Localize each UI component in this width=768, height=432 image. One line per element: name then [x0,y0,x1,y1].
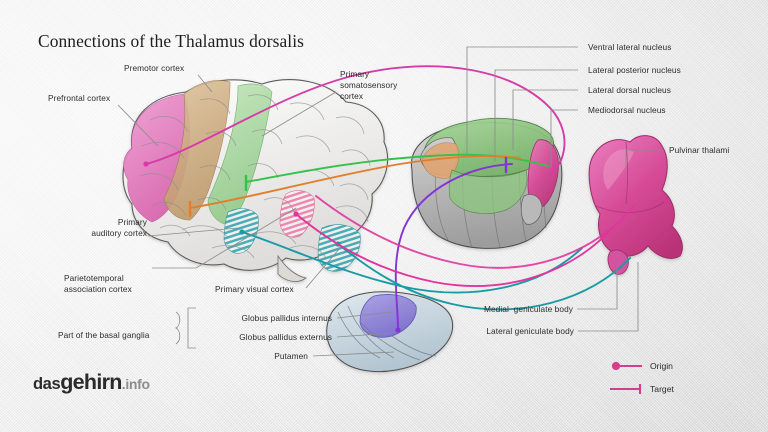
brand-logo[interactable]: dasgehirn.info [33,370,150,395]
label-putamen: Putamen [274,351,308,361]
label-primary-visual-cortex: Primary visual cortex [215,284,294,294]
logo-info: .info [121,376,150,392]
leader-lateral-dorsal [512,89,578,150]
leader-medial-geniculate [577,268,618,310]
leader-gpi [336,311,393,319]
logo-das: das [33,375,61,393]
label-globus-pallidus-externus: Globus pallidus externus [239,332,332,342]
leader-ventral-lateral [466,46,578,155]
leader-gpe [336,332,393,338]
label-primary-somatosensory-cortex: Primary somatosensory cortex [340,69,398,101]
logo-gehirn: gehirn [60,370,122,394]
bracket-basal-ganglia [187,307,196,349]
connection-pink-parietotemporal [295,213,615,287]
connection-curves [143,65,635,333]
origin-dot-teal-auditory [239,229,245,235]
label-lateral-dorsal-nucleus: Lateral dorsal nucleus [588,85,671,95]
connection-green-somatosensory [245,153,549,183]
leader-lateral-geniculate [578,262,639,332]
legend-target-label: Target [650,384,674,394]
label-lateral-posterior-nucleus: Lateral posterior nucleus [588,65,681,75]
basal-ganglia-illustration [326,291,454,373]
pulvinar-illustration [588,135,683,275]
leader-somatosensory [261,91,337,137]
thalamus-illustration [411,117,563,249]
leader-prefrontal [117,104,159,147]
leader-visual [305,247,341,289]
connection-orange-premotor [189,155,521,209]
label-ventral-lateral-nucleus: Ventral lateral nucleus [588,42,672,52]
label-basal-ganglia-group: Part of the basal ganglia [58,330,150,340]
leader-putamen [312,351,395,357]
brain-sulci [139,94,371,259]
legend-origin-dot-icon [611,361,621,371]
origin-dot-purple [395,327,401,333]
label-globus-pallidus-internus: Globus pallidus internus [241,313,332,323]
brace-basal-ganglia [175,311,181,345]
label-pulvinar-thalami: Pulvinar thalami [669,145,730,155]
label-primary-auditory-cortex: Primary auditory cortex [91,217,147,238]
connection-teal-visual [337,243,631,311]
thalamus-orange-patch [421,142,460,179]
label-premotor-cortex: Premotor cortex [124,63,185,73]
brain-illustration [122,79,389,282]
leader-lateral-posterior [494,69,578,162]
legend-origin-label: Origin [650,361,673,371]
page-title: Connections of the Thalamus dorsalis [38,31,305,51]
leader-parietotemporal [152,207,297,269]
origin-dot-pink [293,211,299,217]
connection-pink-pulvinar-return [315,195,635,269]
leader-pulvinar [625,149,660,170]
cortex-visual-region [317,224,361,272]
brain-stem [277,254,307,282]
label-lateral-geniculate-body: Lateral geniculate body [486,326,574,336]
leader-premotor [197,74,213,93]
pulvinar-contours [595,141,665,213]
label-prefrontal-cortex: Prefrontal cortex [48,93,111,103]
label-parietotemporal-association-cortex: Parietotemporal association cortex [64,273,132,294]
leader-mediodorsal [550,109,578,168]
thalamus-medial-geniculate [520,194,543,225]
lateral-geniculate-lobe [607,249,629,275]
label-medial-geniculate-body: Medial geniculate body [483,304,573,314]
leader-auditory [147,227,239,237]
label-mediodorsal-nucleus: Mediodorsal nucleus [588,105,666,115]
origin-dot-magenta [143,161,149,167]
connection-magenta-prefrontal [145,65,566,177]
connection-purple-basal-ganglia [394,163,513,331]
thalamus-green-lateral [448,169,528,214]
